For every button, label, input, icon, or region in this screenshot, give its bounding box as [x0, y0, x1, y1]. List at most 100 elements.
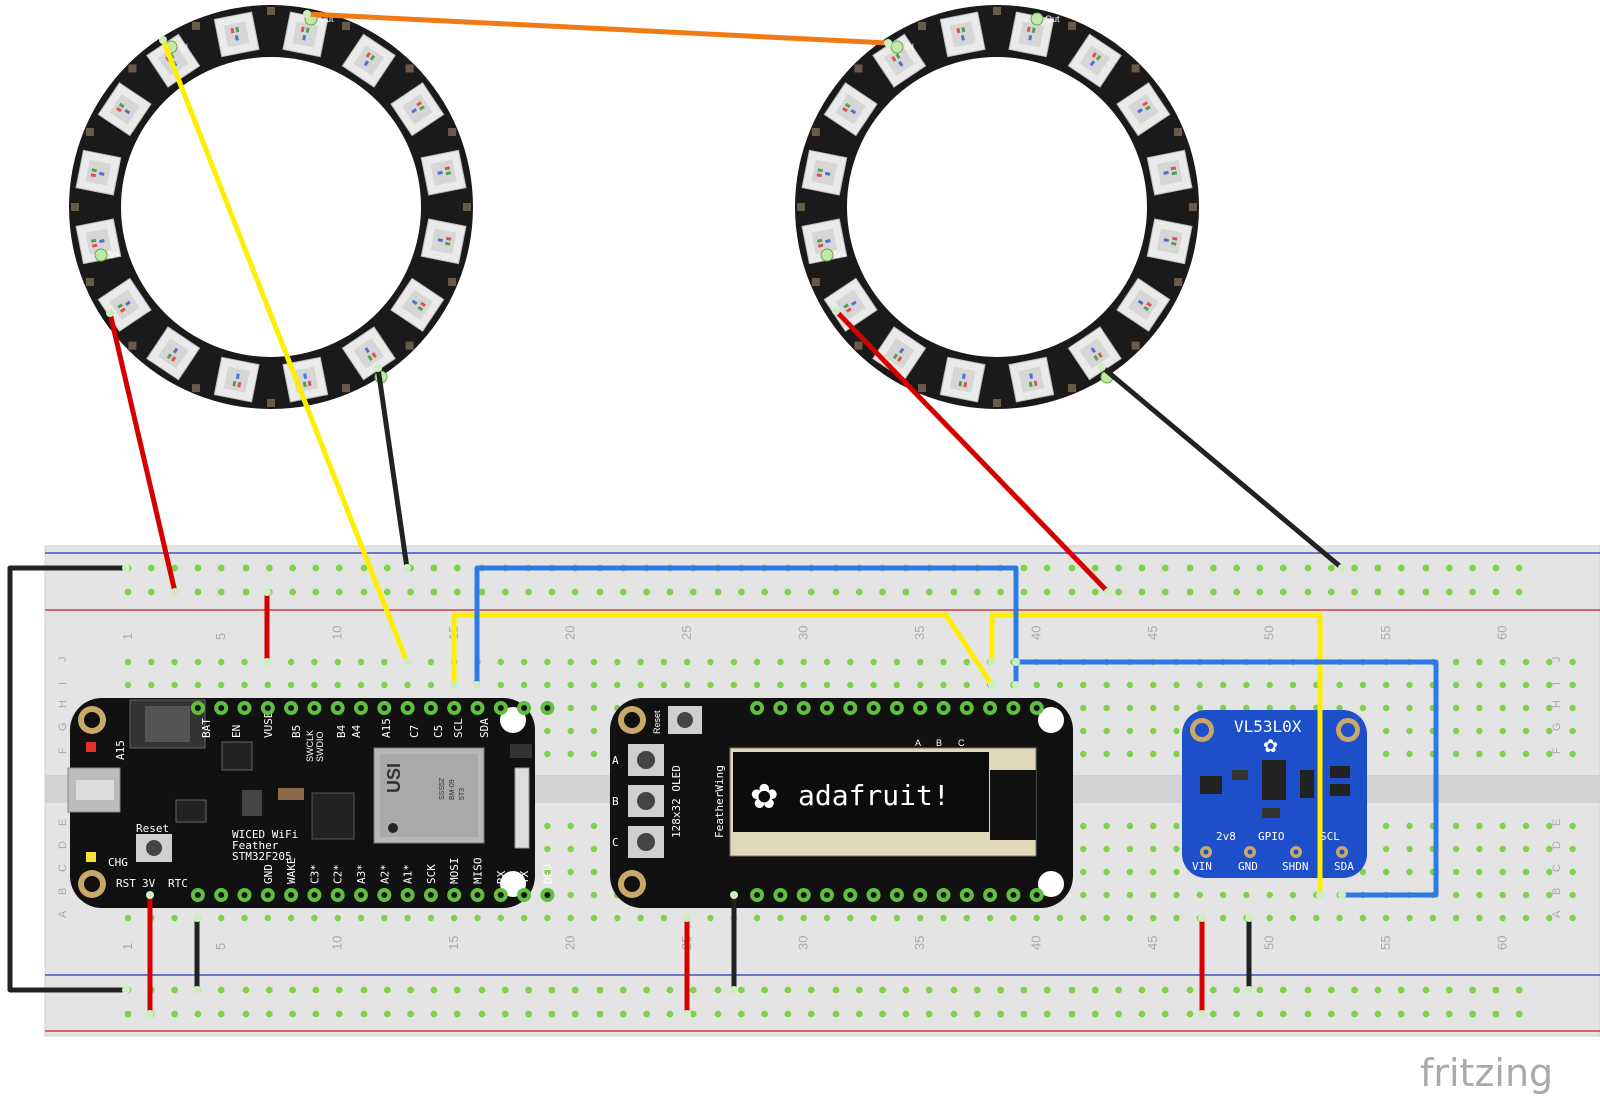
rail-hole — [1186, 1010, 1194, 1018]
breadboard-hole — [1406, 750, 1413, 758]
breadboard-hole — [124, 681, 132, 689]
rail-hole — [1374, 986, 1382, 994]
sensor-row2-label: GND — [1238, 860, 1258, 873]
breadboard-hole — [1080, 822, 1087, 830]
rail-hole — [807, 986, 815, 994]
wire-sda-sensor[interactable] — [1013, 659, 1439, 898]
rail-hole — [1256, 564, 1264, 572]
oled-side-text-1: 128x32 OLED — [670, 765, 683, 838]
breadboard-hole — [590, 727, 598, 735]
ring-pin-vplus[interactable] — [94, 248, 108, 262]
breadboard-hole — [1522, 914, 1530, 922]
breadboard-hole — [1569, 845, 1576, 853]
breadboard-hole — [1452, 868, 1460, 876]
row-letter: F — [57, 747, 69, 754]
breadboard-hole — [1126, 704, 1134, 712]
row-letter: J — [1551, 657, 1563, 663]
rail-hole — [666, 1010, 674, 1018]
rail-hole — [807, 588, 815, 596]
oled-reset-label: Reset — [652, 710, 662, 734]
breadboard-hole — [171, 914, 178, 922]
ring-pin-in[interactable] — [890, 40, 904, 54]
wire-scl-sensor[interactable] — [989, 612, 1323, 898]
wire-ring-chain[interactable] — [304, 11, 891, 46]
wire-left-ring-ground[interactable] — [375, 365, 410, 571]
rail-hole — [194, 1010, 202, 1018]
rail-hole — [784, 1010, 792, 1018]
breadboard-hole — [1569, 914, 1576, 922]
row-letter: G — [1551, 722, 1563, 731]
rail-hole — [1233, 588, 1240, 596]
breadboard-hole — [1289, 891, 1297, 899]
rail-hole — [430, 986, 438, 994]
rail-hole — [737, 986, 745, 994]
rail-hole — [1115, 1010, 1122, 1018]
column-number: 5 — [213, 943, 228, 950]
wire-left-ring-power[interactable] — [107, 310, 178, 595]
sensor-row1-label: 2v8 — [1216, 830, 1236, 843]
feather-bottom-pin-label: A1* — [402, 864, 415, 884]
rail-hole — [242, 564, 250, 572]
breadboard-hole — [1080, 750, 1087, 758]
breadboard-hole — [847, 914, 854, 922]
breadboard-hole — [1499, 891, 1506, 899]
breadboard-hole — [1080, 868, 1087, 876]
breadboard-hole — [567, 704, 574, 712]
breadboard-hole — [1522, 704, 1530, 712]
neopixel-led — [1067, 326, 1122, 381]
ring-pin-out[interactable] — [1030, 12, 1044, 26]
breadboard-hole — [870, 681, 877, 689]
neopixel-led — [1067, 33, 1122, 88]
sensor-row1-label: SCL — [1320, 830, 1340, 843]
breadboard-hole — [1289, 704, 1297, 712]
feather-bottom-pin-label: RX — [495, 870, 508, 884]
feather-top-pin-label: C7 — [408, 725, 421, 738]
breadboard-hole — [1150, 727, 1157, 735]
breadboard-hole — [567, 845, 574, 853]
rail-hole — [478, 1010, 486, 1018]
row-letter: H — [1551, 700, 1563, 708]
column-number: 1 — [120, 633, 135, 640]
rail-hole — [1279, 986, 1287, 994]
wire-left-ring-data[interactable] — [160, 37, 410, 665]
rail-hole — [714, 986, 722, 994]
wire-sda-link[interactable] — [474, 565, 1019, 688]
breadboard-hole — [381, 681, 388, 689]
breadboard-hole — [660, 681, 668, 689]
rail-hole — [1279, 588, 1287, 596]
wire-scl-link[interactable] — [451, 612, 995, 688]
breadboard-hole — [1406, 727, 1413, 735]
breadboard-hole — [1476, 681, 1483, 689]
row-letter: D — [57, 841, 69, 849]
row-letter: E — [1551, 819, 1563, 826]
rail-hole — [1492, 564, 1500, 572]
rail-hole — [714, 1010, 722, 1018]
breadboard-hole — [1103, 914, 1110, 922]
breadboard-hole — [1569, 868, 1576, 876]
rail-hole — [1397, 1010, 1405, 1018]
oled-side-text-2: FeatherWing — [713, 765, 726, 838]
rail-hole — [1397, 564, 1405, 572]
neopixel-led — [75, 218, 122, 265]
breadboard-hole — [986, 914, 994, 922]
breadboard-hole — [1406, 868, 1413, 876]
breadboard-hole — [1103, 868, 1110, 876]
breadboard-hole — [823, 681, 831, 689]
feather-text-line-3: STM32F205 — [232, 850, 292, 863]
rail-hole — [619, 588, 627, 596]
breadboard-hole — [963, 658, 970, 666]
wire-ground-rail-bridge[interactable] — [7, 565, 129, 993]
breadboard-hole — [590, 704, 598, 712]
rail-hole — [1351, 588, 1358, 596]
rail-hole — [1256, 1010, 1264, 1018]
ring-pin-vplus[interactable] — [820, 248, 834, 262]
breadboard-hole — [1243, 891, 1250, 899]
wire-right-ring-power[interactable] — [833, 308, 1111, 595]
breadboard-hole — [1406, 845, 1413, 853]
breadboard-hole — [1383, 727, 1390, 735]
rail-hole — [1304, 986, 1312, 994]
breadboard-hole — [1173, 681, 1180, 689]
breadboard-hole — [1126, 891, 1134, 899]
rail-hole — [501, 588, 509, 596]
wire-right-ring-ground[interactable] — [1099, 364, 1345, 571]
